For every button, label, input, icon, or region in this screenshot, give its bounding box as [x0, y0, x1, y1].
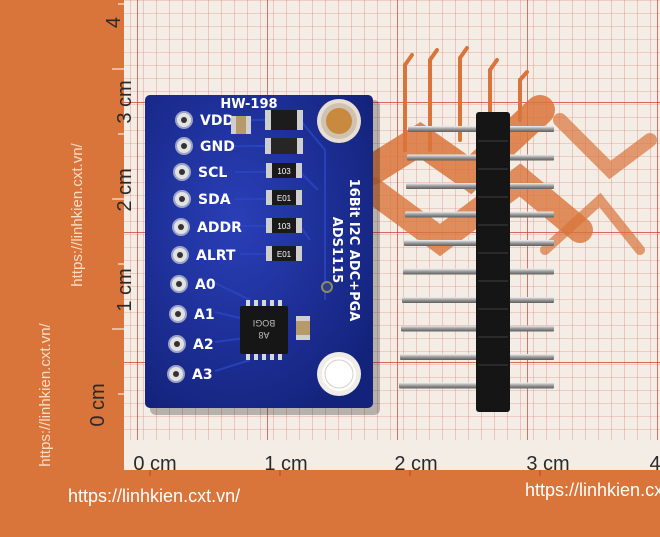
pin-label-a3: A3 — [192, 367, 213, 383]
watermark-bottom-right: https://linhkien.cxt.vn/ — [525, 480, 660, 500]
pin-pads — [167, 111, 193, 383]
chip-mark-2: A8 — [258, 330, 269, 340]
mounting-hole-bottom — [317, 352, 361, 396]
bottom-ruler-ticks — [149, 470, 541, 476]
pin-labels: VDD GND SCL SDA ADDR ALRT A0 A1 A2 A3 — [192, 113, 242, 383]
x-label-4: 4 — [649, 453, 660, 475]
smd-component-top — [265, 110, 303, 130]
y-label-0cm: 0 cm — [87, 383, 109, 426]
adc-chip: BOGI A8 — [240, 300, 288, 360]
y-label-1cm: 1 cm — [114, 268, 136, 311]
bottom-ruler — [0, 470, 660, 537]
y-label-2cm: 2 cm — [114, 168, 136, 211]
via-dot — [321, 281, 333, 293]
y-label-4: 4 — [103, 17, 125, 28]
chip-mark-1: BOGI — [253, 318, 276, 328]
smd-component-gnd — [265, 138, 303, 154]
capacitor-chip — [296, 316, 310, 340]
resistor-addr: 103 — [266, 218, 302, 233]
pin-label-sda: SDA — [198, 192, 231, 208]
pin-label-a2: A2 — [193, 337, 214, 353]
resistor-sda-mark: E01 — [277, 194, 292, 203]
pin-label-vdd: VDD — [200, 113, 234, 129]
pin-label-alrt: ALRT — [196, 248, 236, 264]
left-ruler — [0, 0, 124, 537]
watermark-upper: https://linhkien.cxt.vn/ — [69, 142, 86, 286]
x-label-2cm: 2 cm — [394, 453, 437, 475]
pin-label-a1: A1 — [194, 307, 215, 323]
resistor-alrt-mark: E01 — [277, 250, 292, 259]
pin-label-addr: ADDR — [197, 220, 242, 236]
mounting-hole-top — [317, 99, 361, 143]
pin-header — [399, 112, 554, 412]
board-title-line2: ADS1115 — [329, 217, 344, 283]
capacitor-vdd — [231, 116, 251, 134]
pcb-board — [145, 95, 373, 408]
x-label-3cm: 3 cm — [526, 453, 569, 475]
resistor-sda: E01 — [266, 190, 302, 205]
left-ruler-ticks — [112, 3, 124, 395]
resistor-scl: 103 — [266, 163, 302, 178]
pin-label-a0: A0 — [195, 277, 216, 293]
pin-label-gnd: GND — [200, 139, 235, 155]
board-title-line1: 16Bit I2C ADC+PGA — [346, 179, 361, 322]
pin-label-scl: SCL — [198, 165, 227, 181]
pin-header-body — [476, 112, 510, 412]
y-label-3cm: 3 cm — [114, 80, 136, 123]
x-label-0cm: 0 cm — [133, 453, 176, 475]
resistor-addr-mark: 103 — [277, 222, 291, 231]
resistor-alrt: E01 — [266, 246, 302, 261]
x-label-1cm: 1 cm — [264, 453, 307, 475]
watermark-bottom-left: https://linhkien.cxt.vn/ — [68, 486, 240, 506]
watermark-lower: https://linhkien.cxt.vn/ — [37, 322, 54, 466]
bottom-ruler-label-strip — [124, 440, 660, 470]
resistor-scl-mark: 103 — [277, 167, 291, 176]
board-model-label: HW-198 — [220, 97, 277, 112]
